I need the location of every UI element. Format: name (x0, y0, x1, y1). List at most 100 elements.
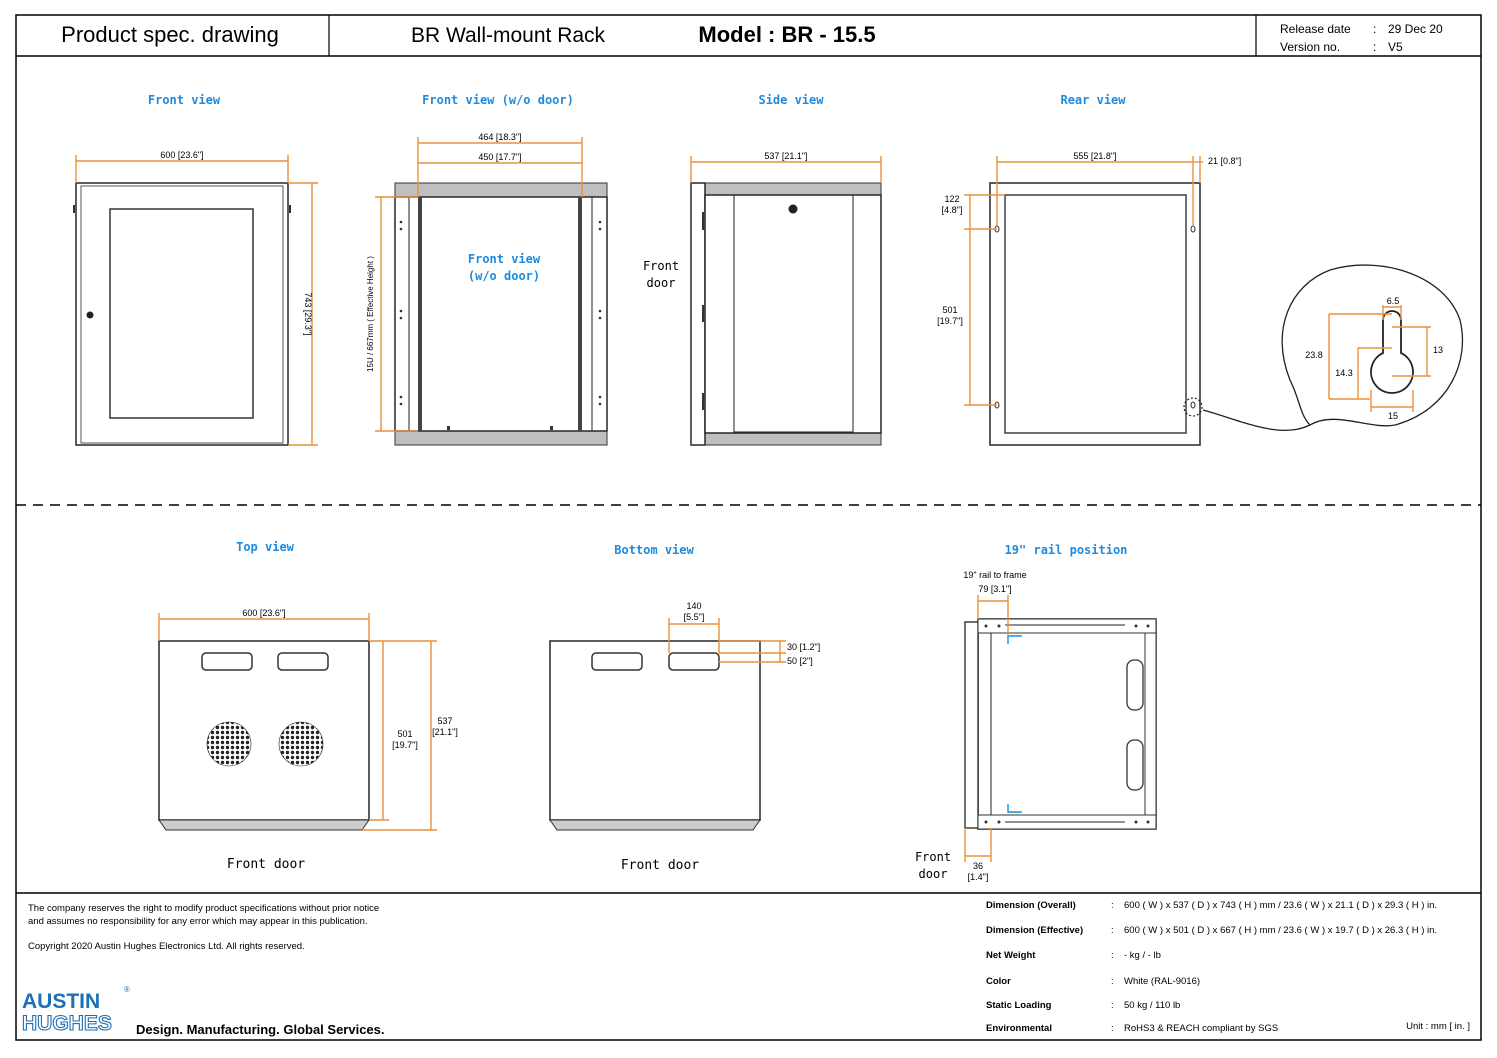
release-value: 29 Dec 20 (1388, 22, 1443, 36)
view-title-top: Top view (236, 540, 295, 554)
top-width-dimension: 600 [23.6"] (158, 608, 370, 641)
sheet-border (15, 14, 1482, 1041)
front-nodoor-inner-title: Front view (468, 252, 541, 266)
front-nodoor-drawing: Front view (w/o door) (394, 182, 608, 446)
spec-row: Dimension (Effective) : 600 ( W ) x 501 … (986, 925, 1437, 936)
keyhole-detail-callout: 6.5 23.8 13 14.3 15 (1202, 264, 1464, 432)
keyhole-238-label: 23.8 (1305, 350, 1323, 360)
top-front-door-label: Front door (227, 857, 305, 872)
tagline: Design. Manufacturing. Global Services. (136, 1022, 385, 1037)
view-title-front: Front view (148, 93, 221, 107)
bottom-slot-dimensions: 140 [5.5"] 30 [1.2"] 50 [2"] (668, 601, 820, 666)
spec-sep: : (1111, 925, 1114, 936)
front-width-dimension: 600 [23.6"] (75, 150, 289, 183)
nodoor-inner-label: 450 [17.7"] (478, 152, 521, 162)
side-depth-dimension: 537 [21.1"] (690, 151, 882, 183)
top-depth1-label: 501 (397, 729, 412, 739)
version-label: Version no. (1280, 40, 1340, 54)
rail-to-frame-label: 19" rail to frame (963, 570, 1026, 580)
product-name: BR Wall-mount Rack (411, 24, 606, 47)
side-depth-label: 537 [21.1"] (764, 151, 807, 161)
rear-width-dimension: 555 [21.8"] 21 [0.8"] (996, 151, 1241, 226)
rail-36-label-in: [1.4"] (968, 872, 989, 882)
top-view-drawing (158, 640, 370, 831)
bottom-slot-label: 140 (686, 601, 701, 611)
top-width-label: 600 [23.6"] (242, 608, 285, 618)
spec-value: White (RAL-9016) (1124, 976, 1200, 987)
top-depth-dimensions: 501 [19.7"] 537 [21.1"] (362, 640, 458, 831)
top-depth2-label-in: [21.1"] (432, 727, 458, 737)
spec-label: Static Loading (986, 1000, 1052, 1011)
bottom-view-drawing (549, 640, 761, 831)
spec-row: Color : White (RAL-9016) (986, 976, 1200, 987)
front-view-drawing (73, 182, 291, 446)
spec-label: Environmental (986, 1023, 1052, 1034)
logo-hughes: HUGHES (22, 1012, 112, 1035)
rear-height-dimensions: 122 [4.8"] 501 [19.7"] (937, 194, 1005, 406)
rear-mid-label-in: [19.7"] (937, 316, 963, 326)
nodoor-width-dimensions: 464 [18.3"] 450 [17.7"] (417, 132, 583, 197)
doc-title: Product spec. drawing (61, 22, 279, 47)
front-height-dimension: 743 [29.3"] (288, 182, 318, 446)
nodoor-effective-label: 15U / 667mm ( Effective Height ) (366, 256, 375, 372)
rear-view-drawing (989, 182, 1203, 446)
spec-label: Dimension (Effective) (986, 925, 1083, 936)
rail-dimensions: 19" rail to frame 79 [3.1"] 36 [1.4"] (963, 570, 1026, 882)
bottom-50-label: 50 [2"] (787, 656, 813, 666)
version-value: V5 (1388, 40, 1403, 54)
spec-label: Net Weight (986, 950, 1036, 961)
view-title-rear: Rear view (1060, 93, 1126, 107)
keyhole-65-label: 6.5 (1387, 296, 1400, 306)
nodoor-height-dimension: 15U / 667mm ( Effective Height ) (366, 196, 418, 432)
version-sep: : (1373, 40, 1376, 54)
release-label: Release date (1280, 22, 1351, 36)
spec-sep: : (1111, 1000, 1114, 1011)
view-title-bottom: Bottom view (614, 543, 694, 557)
spec-sep: : (1111, 1023, 1114, 1034)
nodoor-outer-label: 464 [18.3"] (478, 132, 521, 142)
bottom-front-door-label: Front door (621, 858, 699, 873)
front-height-label: 743 [29.3"] (303, 292, 313, 335)
spec-label: Dimension (Overall) (986, 900, 1076, 911)
notice-line-1: The company reserves the right to modify… (28, 903, 379, 914)
rail-36-label: 36 (973, 861, 983, 871)
side-front-door-label-2: door (647, 276, 676, 290)
top-depth2-label: 537 (437, 716, 452, 726)
front-nodoor-inner-subtitle: (w/o door) (468, 269, 540, 283)
rail-position-drawing (964, 618, 1157, 830)
view-title-front-nodoor: Front view (w/o door) (422, 93, 574, 107)
spec-value: 600 ( W ) x 501 ( D ) x 667 ( H ) mm / 2… (1124, 925, 1437, 936)
rear-top-label: 122 (944, 194, 959, 204)
spec-row: Environmental : RoHS3 & REACH compliant … (986, 1023, 1278, 1034)
spec-row: Dimension (Overall) : 600 ( W ) x 537 ( … (986, 900, 1437, 911)
spec-table: Dimension (Overall) : 600 ( W ) x 537 ( … (986, 900, 1437, 1034)
view-title-side: Side view (758, 93, 824, 107)
rear-width-label: 555 [21.8"] (1073, 151, 1116, 161)
header-bar: Product spec. drawing BR Wall-mount Rack… (16, 15, 1481, 57)
copyright: Copyright 2020 Austin Hughes Electronics… (28, 941, 305, 952)
rear-top-label-in: [4.8"] (942, 205, 963, 215)
keyhole-143-label: 14.3 (1335, 368, 1353, 378)
bottom-slot-label-in: [5.5"] (684, 612, 705, 622)
spec-row: Static Loading : 50 kg / 110 lb (986, 1000, 1180, 1011)
spec-value: - kg / - lb (1124, 950, 1161, 961)
side-view-drawing (690, 182, 882, 446)
unit-note: Unit : mm [ in. ] (1406, 1021, 1470, 1032)
spec-sep: : (1111, 950, 1114, 961)
spec-value: 600 ( W ) x 537 ( D ) x 743 ( H ) mm / 2… (1124, 900, 1437, 911)
spec-sep: : (1111, 900, 1114, 911)
spec-row: Net Weight : - kg / - lb (986, 950, 1161, 961)
keyhole-15-label: 15 (1388, 411, 1398, 421)
austin-hughes-logo: AUSTIN ® HUGHES (21, 985, 130, 1036)
notice-line-2: and assumes no responsibility for any er… (28, 916, 368, 927)
spec-value: RoHS3 & REACH compliant by SGS (1124, 1023, 1278, 1034)
rail-79-label: 79 [3.1"] (978, 584, 1011, 594)
bottom-30-label: 30 [1.2"] (787, 642, 820, 652)
rear-mid-label: 501 (942, 305, 957, 315)
keyhole-13-label: 13 (1433, 345, 1443, 355)
release-sep: : (1373, 22, 1376, 36)
front-width-label: 600 [23.6"] (160, 150, 203, 160)
spec-sep: : (1111, 976, 1114, 987)
spec-label: Color (986, 976, 1011, 987)
